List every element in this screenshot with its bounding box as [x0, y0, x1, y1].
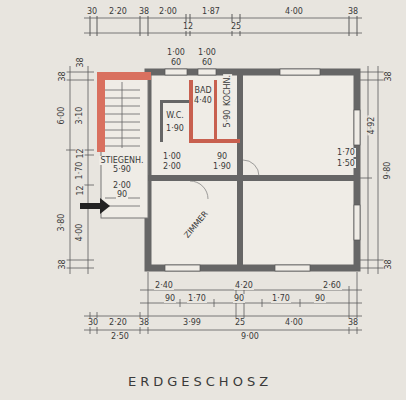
dimension-text: 12	[76, 184, 85, 196]
room-label: STIEGENH.	[99, 156, 144, 165]
room-label: 5·90	[224, 108, 233, 128]
dimension-text: 2·20	[108, 7, 128, 16]
room-label: 2·00	[162, 162, 182, 171]
dimension-text: 38	[58, 258, 67, 270]
room-label: 4·40	[193, 96, 213, 105]
dimension-text: 9·80	[384, 160, 393, 180]
room-label: 1·00	[162, 152, 182, 161]
room-label: 1·90	[165, 124, 185, 133]
room-label: BAD	[193, 86, 212, 95]
dimension-text: 6·00	[58, 105, 67, 125]
dimension-text: 25	[234, 318, 246, 327]
dimension-text: 60	[170, 58, 182, 67]
dimension-text: 2·00	[158, 7, 178, 16]
dimension-text: 2·50	[110, 332, 130, 341]
dimension-text: 1·70	[187, 294, 207, 303]
dimension-text: 38	[138, 7, 150, 16]
dimension-text: 2·20	[108, 318, 128, 327]
room-label: 2·00	[112, 181, 132, 190]
dimension-text: 30	[86, 7, 98, 16]
dimension-text: 1·70	[76, 160, 85, 180]
dimension-text: 38	[384, 70, 393, 82]
dimension-text: 3·80	[58, 212, 67, 232]
dimension-text: 12	[76, 147, 85, 159]
dimension-text: 1·00	[197, 48, 217, 57]
dimension-text: 90	[164, 294, 176, 303]
room-label: 90	[216, 152, 228, 161]
dimension-text: 4·00	[76, 222, 85, 242]
dimension-text: 38	[138, 318, 150, 327]
room-label: 1·90	[212, 162, 232, 171]
dimension-text: 4·00	[284, 318, 304, 327]
dimension-text: 1·00	[166, 48, 186, 57]
dimension-text: 90	[233, 294, 245, 303]
dimension-text: 1·70	[271, 294, 291, 303]
dimension-text: 90	[314, 294, 326, 303]
dimension-text: 4·00	[284, 7, 304, 16]
room-label: W.C.	[165, 111, 185, 120]
room-label: 1·50	[336, 159, 356, 168]
dimension-text: 38	[76, 56, 85, 68]
dimension-text: 12	[182, 22, 194, 31]
room-label: 1·70	[336, 148, 356, 157]
dimension-text: 4·20	[234, 281, 254, 290]
room-label: 90	[116, 190, 128, 199]
room-label: KOCHN.	[223, 73, 232, 106]
dimension-text: 38	[384, 258, 393, 270]
dimension-text: 30	[87, 318, 99, 327]
room-label: 5·90	[112, 165, 132, 174]
dimension-text: 38	[347, 7, 359, 16]
plan-title: ERDGESCHOSZ	[128, 374, 272, 389]
dimension-text: 60	[201, 58, 213, 67]
dimension-text: 25	[230, 22, 242, 31]
dimension-text: 38	[347, 318, 359, 327]
dimension-text: 2·60	[322, 281, 342, 290]
dimension-text: 3·99	[182, 318, 202, 327]
dimension-text: 2·40	[154, 281, 174, 290]
dimension-text: 38	[58, 70, 67, 82]
dimension-text: 1·87	[201, 7, 221, 16]
dimension-text: 3·10	[76, 105, 85, 125]
dimension-text: 9·00	[240, 332, 260, 341]
dimension-text: 4·92	[368, 115, 377, 135]
